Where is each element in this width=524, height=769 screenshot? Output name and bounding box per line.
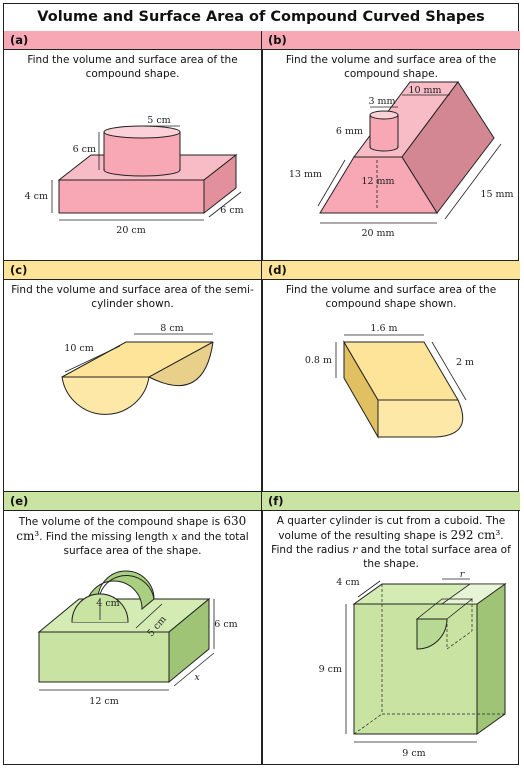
dim-c-diameter: 10 cm (64, 343, 93, 354)
panel-e: (e) The volume of the compound shape is … (4, 492, 261, 764)
dim-a-diameter: 5 cm (147, 115, 170, 126)
dim-b-cyl-diameter: 3 mm (368, 96, 395, 107)
panel-d-label: (d) (262, 261, 520, 280)
panel-e-label: (e) (4, 492, 261, 511)
panel-d-diagram: 1.6 m 0.8 m 2 m (305, 323, 474, 439)
panel-d: (d) Find the volume and surface area of … (262, 261, 520, 491)
dim-e-length: 12 cm (89, 696, 118, 707)
panel-c-diagram: 8 cm 10 cm (61, 323, 214, 415)
dim-b-top: 10 mm (408, 85, 441, 96)
dim-e-depth: x (194, 672, 200, 683)
panel-f-diagram: r 4 cm 9 cm 9 cm (319, 569, 507, 759)
worksheet: Volume and Surface Area of Compound Curv… (3, 3, 520, 765)
panel-b-diagram: 10 mm 3 mm 6 mm 13 mm 12 mm 20 mm 15 mm (289, 81, 514, 239)
dim-f-height: 9 cm (319, 664, 342, 675)
panel-a-label: (a) (4, 31, 261, 50)
dim-a-height: 4 cm (25, 191, 48, 202)
dim-b-height: 12 mm (361, 176, 394, 187)
panel-b: (b) Find the volume and surface area of … (262, 31, 520, 260)
panel-a-question: Find the volume and surface area of the … (27, 54, 238, 80)
dim-a-length: 20 cm (116, 225, 145, 236)
panel-f-question: A quarter cylinder is cut from a cuboid.… (271, 515, 511, 570)
dim-d-height: 0.8 m (305, 355, 332, 366)
panel-c: (c) Find the volume and surface area of … (4, 261, 261, 491)
panel-b-question: Find the volume and surface area of the … (285, 54, 497, 80)
dim-b-base: 20 mm (361, 228, 394, 239)
dim-c-length: 8 cm (160, 323, 183, 334)
dim-b-slant: 13 mm (289, 169, 322, 180)
dim-f-depth: 4 cm (336, 577, 359, 588)
panel-e-question: The volume of the compound shape is 630 … (16, 514, 249, 557)
panel-f: (f) A quarter cylinder is cut from a cub… (262, 492, 520, 764)
panel-e-volume: 630 cm³ (16, 514, 247, 543)
row-divider-2 (4, 491, 518, 493)
panel-a: (a) Find the volume and surface area of … (4, 31, 261, 260)
panel-e-diagram: 4 cm 5 cm 6 cm x 12 cm (37, 570, 238, 707)
dim-d-depth: 2 m (456, 357, 474, 368)
panel-c-question: Find the volume and surface area of the … (11, 284, 254, 310)
dim-b-cyl-height: 6 mm (336, 126, 363, 137)
panel-b-label: (b) (262, 31, 520, 50)
dim-b-depth: 15 mm (480, 189, 513, 200)
panel-d-question: Find the volume and surface area of the … (285, 284, 497, 310)
dim-e-radius: 4 cm (96, 598, 119, 609)
row-divider-1 (4, 260, 518, 262)
column-divider (261, 31, 263, 764)
dim-d-width: 1.6 m (370, 323, 397, 334)
panel-c-label: (c) (4, 261, 261, 280)
panel-e-var: x (171, 531, 178, 543)
panel-a-diagram: 5 cm 6 cm 4 cm 20 cm 6 cm (25, 115, 244, 236)
panel-f-volume: 292 cm³ (450, 528, 501, 542)
dim-a-cyl-height: 6 cm (73, 144, 96, 155)
panel-f-label: (f) (262, 492, 520, 511)
dim-e-height: 6 cm (214, 619, 237, 630)
worksheet-title: Volume and Surface Area of Compound Curv… (4, 4, 518, 32)
dim-f-width: 9 cm (402, 748, 425, 759)
dim-f-radius: r (460, 569, 466, 580)
panel-f-var: r (352, 544, 358, 556)
dim-a-depth: 6 cm (220, 205, 243, 216)
